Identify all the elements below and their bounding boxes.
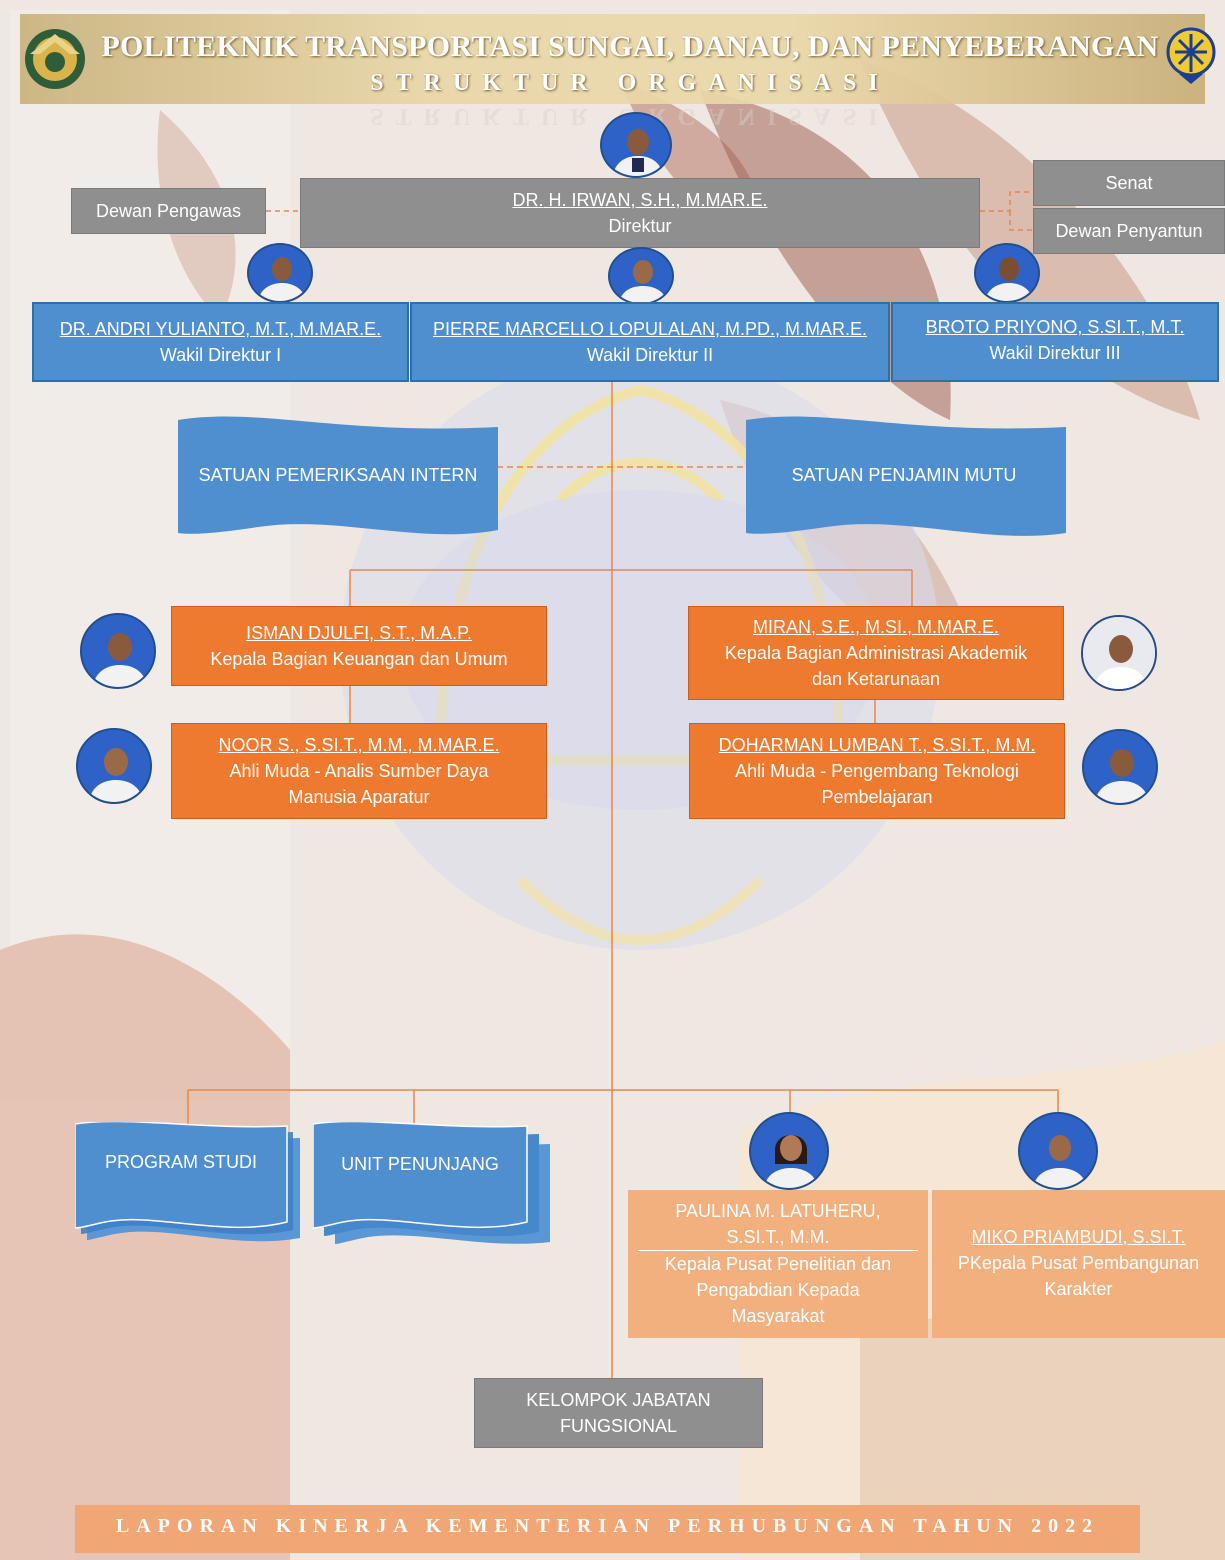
- institution-logo-icon: [25, 29, 85, 89]
- director-role: Direktur: [608, 216, 672, 236]
- vice-director-3-role: Wakil Direktur III: [989, 343, 1121, 363]
- vice-director-2-avatar: [608, 247, 674, 305]
- official-3-role-line1: Ahli Muda - Analis Sumber Daya: [229, 761, 489, 781]
- official-3-avatar: [76, 728, 152, 804]
- program-studi-banner-shape: [75, 1122, 300, 1242]
- center-2-avatar: [1018, 1112, 1098, 1190]
- kelompok-line2: FUNGSIONAL: [559, 1416, 678, 1436]
- vice-director-2-role: Wakil Direktur II: [586, 345, 714, 365]
- senat-label: Senat: [1105, 173, 1153, 193]
- person-photo-icon: [610, 249, 672, 303]
- center-1-role-line2: Pengabdian Kepada: [696, 1280, 860, 1300]
- official-3-box: NOOR S., S.SI.T., M.M., M.MAR.E. Ahli Mu…: [171, 723, 547, 819]
- official-1-avatar: [80, 613, 156, 689]
- senat-box: Senat: [1033, 160, 1225, 206]
- center-1-box: PAULINA M. LATUHERU, S.SI.T., M.M. Kepal…: [628, 1190, 928, 1338]
- vice-director-3-name: BROTO PRIYONO, S.SI.T., M.T.: [925, 317, 1185, 337]
- vice-director-1-avatar: [247, 243, 313, 303]
- official-1-box: ISMAN DJULFI, S.T., M.A.P. Kepala Bagian…: [171, 606, 547, 686]
- person-photo-icon: [602, 114, 670, 176]
- official-4-avatar: [1082, 729, 1158, 805]
- person-photo-icon: [1083, 617, 1155, 689]
- dewan-pengawas-label: Dewan Pengawas: [95, 201, 242, 221]
- official-2-role-line1: Kepala Bagian Administrasi Akademik: [724, 643, 1028, 663]
- spm-banner-shape: [746, 416, 1066, 536]
- dewan-penyantun-label: Dewan Penyantun: [1055, 221, 1203, 241]
- person-photo-icon: [1084, 731, 1156, 803]
- official-3-role-line2: Manusia Aparatur: [288, 787, 430, 807]
- center-2-role-line1: PKepala Pusat Pembangunan: [957, 1253, 1200, 1273]
- official-1-role: Kepala Bagian Keuangan dan Umum: [210, 649, 508, 669]
- person-photo-icon: [751, 1114, 827, 1188]
- vice-director-1-role: Wakil Direktur I: [159, 345, 282, 365]
- person-photo-icon: [82, 615, 154, 687]
- person-photo-icon: [1020, 1114, 1096, 1188]
- vice-director-2-box: PIERRE MARCELLO LOPULALAN, M.PD., M.MAR.…: [410, 302, 890, 382]
- institution-title: POLITEKNIK TRANSPORTASI SUNGAI, DANAU, D…: [101, 30, 1159, 63]
- person-photo-icon: [249, 245, 311, 301]
- director-box: DR. H. IRWAN, S.H., M.MAR.E. Direktur: [300, 178, 980, 248]
- vice-director-1-name: DR. ANDRI YULIANTO, M.T., M.MAR.E.: [59, 319, 382, 339]
- center-2-name: MIKO PRIAMBUDI, S.SI.T.: [971, 1227, 1186, 1247]
- official-4-name: DOHARMAN LUMBAN T., S.SI.T., M.M.: [718, 735, 1036, 755]
- dewan-penyantun-box: Dewan Penyantun: [1033, 208, 1225, 254]
- footer-text: LAPORAN KINERJA KEMENTERIAN PERHUBUNGAN …: [115, 1515, 1100, 1537]
- title-banner: [20, 14, 1205, 104]
- official-2-box: MIRAN, S.E., M.SI., M.MAR.E. Kepala Bagi…: [688, 606, 1064, 700]
- official-2-name: MIRAN, S.E., M.SI., M.MAR.E.: [752, 617, 1000, 637]
- center-2-box: MIKO PRIAMBUDI, S.SI.T. PKepala Pusat Pe…: [932, 1190, 1225, 1338]
- center-1-avatar: [749, 1112, 829, 1190]
- spm-label: SATUAN PENJAMIN MUTU: [791, 465, 1017, 485]
- kelompok-line1: KELOMPOK JABATAN: [526, 1390, 711, 1410]
- official-3-name: NOOR S., S.SI.T., M.M., M.MAR.E.: [218, 735, 500, 755]
- director-name: DR. H. IRWAN, S.H., M.MAR.E.: [512, 190, 768, 210]
- kelompok-jabatan-box: KELOMPOK JABATAN FUNGSIONAL: [474, 1378, 763, 1448]
- person-photo-icon: [976, 245, 1038, 301]
- official-4-role-line2: Pembelajaran: [821, 787, 933, 807]
- vice-director-2-name: PIERRE MARCELLO LOPULALAN, M.PD., M.MAR.…: [432, 319, 868, 339]
- person-photo-icon: [78, 730, 150, 802]
- footer-bar: [75, 1505, 1140, 1553]
- director-avatar: [600, 112, 672, 178]
- official-1-name: ISMAN DJULFI, S.T., M.A.P.: [246, 623, 472, 643]
- spi-banner-shape: [178, 416, 498, 535]
- vice-director-3-avatar: [974, 243, 1040, 303]
- senat-connector: [980, 191, 1032, 231]
- center-1-role-line3: Masyarakat: [731, 1306, 825, 1326]
- ministry-logo-icon: [1166, 27, 1216, 84]
- vice-director-1-box: DR. ANDRI YULIANTO, M.T., M.MAR.E. Wakil…: [32, 302, 409, 382]
- center-1-name-line2: S.SI.T., M.M.: [638, 1224, 918, 1251]
- dewan-pengawas-box: Dewan Pengawas: [71, 188, 266, 234]
- official-2-role-line2: dan Ketarunaan: [811, 669, 941, 689]
- center-1-name-line1: PAULINA M. LATUHERU,: [675, 1201, 881, 1221]
- official-4-role-line1: Ahli Muda - Pengembang Teknologi: [735, 761, 1019, 781]
- center-2-role-line2: Karakter: [1044, 1279, 1113, 1299]
- unit-penunjang-label: UNIT PENUNJANG: [341, 1154, 499, 1174]
- spi-label: SATUAN PEMERIKSAAN INTERN: [198, 465, 478, 485]
- chart-subtitle: STRUKTUR ORGANISASI: [370, 70, 890, 96]
- unit-penunjang-banner-shape: [313, 1122, 550, 1244]
- official-4-box: DOHARMAN LUMBAN T., S.SI.T., M.M. Ahli M…: [689, 723, 1065, 819]
- center-1-role-line1: Kepala Pusat Penelitian dan: [664, 1254, 892, 1274]
- vice-director-3-box: BROTO PRIYONO, S.SI.T., M.T. Wakil Direk…: [891, 302, 1219, 382]
- program-studi-label: PROGRAM STUDI: [104, 1152, 257, 1172]
- official-2-avatar: [1081, 615, 1157, 691]
